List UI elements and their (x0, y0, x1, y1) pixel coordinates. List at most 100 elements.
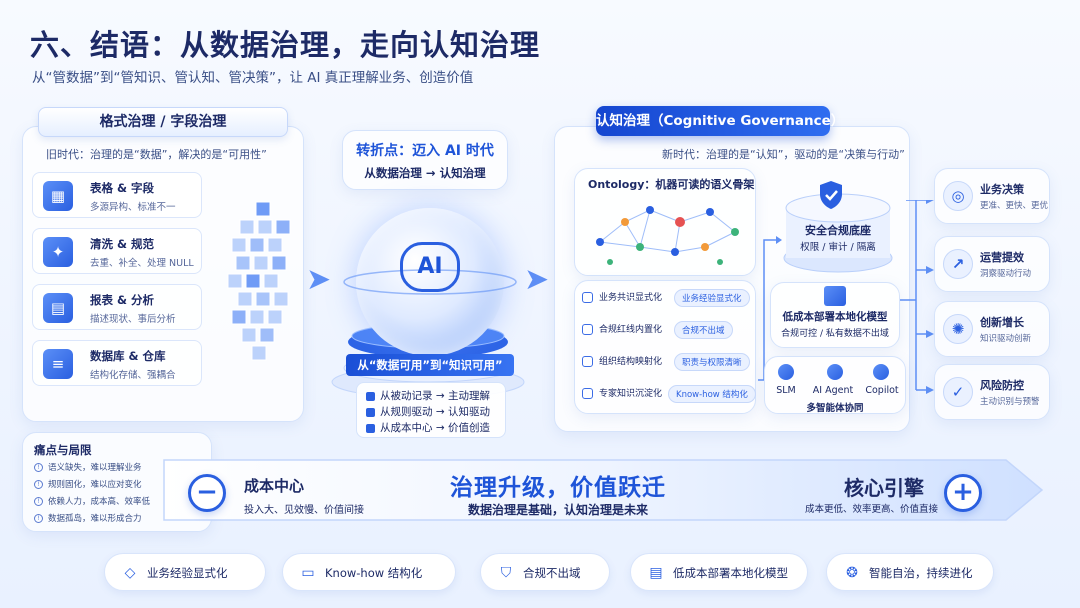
check-icon (366, 391, 375, 401)
outcome-title: 业务决策 (980, 183, 1024, 196)
agent-label: AI Agent (812, 385, 854, 396)
value-leap-band (163, 459, 1044, 521)
outcome-desc: 洞察驱动行动 (980, 269, 1032, 279)
knowledge-graph (596, 206, 739, 265)
ontology-row-label: 业务共识显式化 (599, 293, 663, 303)
chip-label: 低成本部署本地化模型 (673, 566, 788, 580)
format-governance-header: 格式治理 / 字段治理 (38, 107, 288, 137)
chip-label: 业务经验显式化 (147, 566, 228, 580)
outcome-card: ✺ 创新增长 知识驱动创新 (934, 301, 1050, 357)
left-item-title: 表格 & 字段 (90, 181, 155, 195)
agent-label: Copilot (865, 385, 899, 396)
left-item-title: 数据库 & 仓库 (90, 349, 166, 363)
left-item-title: 报表 & 分析 (90, 293, 155, 307)
pain-item-text: 数据孤岛，难以形成合力 (48, 514, 142, 524)
outcome-card: ↗ 运营提效 洞察驱动行动 (934, 236, 1050, 292)
ontology-card (574, 168, 756, 276)
ontology-pill: 合规不出域 (674, 321, 733, 339)
pain-item-text: 语义缺失，难以理解业务 (48, 463, 142, 473)
security-base-title: 安全合规底座 (805, 224, 871, 237)
alert-icon: ! (34, 514, 43, 523)
minus-icon: − (188, 474, 226, 512)
chip-local-model: ▤ 低成本部署本地化模型 (630, 553, 808, 591)
core-engine-title: 核心引擎 (844, 476, 924, 500)
chip-autonomy: ❂ 智能自治，持续进化 (826, 553, 994, 591)
outcome-desc: 主动识别与预警 (980, 397, 1040, 407)
cost-center-title: 成本中心 (244, 477, 305, 495)
ontology-pill: 业务经验显式化 (674, 289, 750, 307)
chart-icon: ↗ (943, 249, 973, 279)
diamond-icon: ◇ (124, 565, 136, 581)
chip-business-experience: ◇ 业务经验显式化 (104, 553, 266, 591)
shift-item-text: 从成本中心 → 价值创造 (380, 422, 490, 434)
left-item-desc: 去重、补全、处理 NULL (90, 258, 194, 269)
ontology-row: 组织结构映射化 (582, 354, 662, 367)
ontology-row: 业务共识显式化 (582, 290, 662, 303)
plus-icon: + (944, 474, 982, 512)
outcome-card: ✓ 风险防控 主动识别与预警 (934, 364, 1050, 420)
shift-item-text: 从被动记录 → 主动理解 (380, 390, 490, 402)
ontology-row: 专家知识沉淀化 (582, 386, 662, 399)
local-model-subtitle: 合规可控 / 私有数据不出域 (781, 329, 889, 339)
pain-item-text: 规则固化，难以应对变化 (48, 480, 142, 490)
chip-compliance: ⛉ 合规不出域 (480, 553, 610, 591)
outcome-card: ◎ 业务决策 更准、更快、更优 (934, 168, 1050, 224)
left-item-database: ≡ 数据库 & 仓库 结构化存储、强耦合 (32, 340, 202, 386)
alert-icon: ! (34, 497, 43, 506)
shift-item: 从被动记录 → 主动理解 (366, 388, 490, 403)
pain-item: !语义缺失，难以理解业务 (34, 461, 142, 473)
cognitive-governance-header: 认知治理（Cognitive Governance） (596, 106, 844, 136)
left-item-report: ▤ 报表 & 分析 描述现状、事后分析 (32, 284, 202, 330)
outcome-title: 创新增长 (980, 316, 1024, 329)
expert-icon (582, 388, 593, 399)
value-leap-title: 治理升级，价值跃迁 (450, 475, 666, 501)
shield-icon: ✓ (943, 377, 973, 407)
value-leap-subtitle: 数据治理是基础，认知治理是未来 (467, 503, 648, 517)
shield-check-icon: ⛉ (500, 565, 512, 581)
left-item-desc: 多源异构、标准不一 (90, 202, 176, 213)
book-icon: ▭ (301, 565, 315, 581)
broom-icon: ✦ (43, 237, 73, 267)
data-cubes-illustration (227, 201, 291, 361)
ontology-row-label: 专家知识沉淀化 (599, 389, 663, 399)
pain-item: !规则固化，难以应对变化 (34, 478, 142, 490)
copilot-icon (873, 364, 889, 380)
arrow-right-icon: ➤ (524, 262, 550, 297)
orbit-ring (343, 269, 517, 295)
page-title: 六、结语：从数据治理，走向认知治理 (30, 28, 541, 62)
outcome-title: 风险防控 (980, 379, 1024, 392)
turning-point-title: 转折点：迈入 AI 时代 (356, 143, 494, 159)
core-engine-desc: 成本更低、效率更高、价值直接 (804, 504, 938, 515)
shift-list-card (356, 382, 506, 438)
security-base-illustration (783, 193, 893, 273)
left-item-clean: ✦ 清洗 & 规范 去重、补全、处理 NULL (32, 228, 202, 274)
turning-point-subtitle: 从数据治理 → 认知治理 (364, 166, 486, 180)
bulb-icon: ✺ (943, 314, 973, 344)
shield-icon (820, 181, 842, 209)
table-icon: ▦ (43, 181, 73, 211)
org-chart-icon (582, 356, 593, 367)
report-icon: ▤ (43, 293, 73, 323)
arrow-right-icon: ➤ (306, 262, 332, 297)
local-model-title: 低成本部署本地化模型 (782, 311, 888, 323)
ai-brain-icon: AI (400, 242, 460, 292)
agent-label: SLM (776, 385, 796, 396)
new-era-note: 新时代：治理的是“认知”，驱动的是“决策与行动” (662, 148, 905, 161)
chip-label: 合规不出域 (523, 566, 581, 580)
shift-item: 从成本中心 → 价值创造 (366, 420, 490, 435)
pain-item-text: 依赖人力，成本高、效率低 (48, 497, 151, 507)
chip-know-how: ▭ Know-how 结构化 (282, 553, 456, 591)
old-era-note: 旧时代：治理的是“数据”，解决的是“可用性” (46, 148, 267, 161)
outcome-title: 运营提效 (980, 251, 1024, 264)
cost-center-desc: 投入大、见效慢、价值间接 (244, 505, 364, 516)
chip-label: Know-how 结构化 (325, 566, 423, 580)
hierarchy-icon (582, 292, 593, 303)
shift-item: 从规则驱动 → 认知驱动 (366, 404, 490, 419)
shield-icon (582, 324, 593, 335)
security-base-subtitle: 权限 / 审计 / 隔离 (800, 242, 876, 253)
pain-title: 痛点与局限 (34, 443, 92, 457)
ontology-title: Ontology：机器可读的语义骨架 (588, 178, 755, 191)
pedestal-label: 从“数据可用”到“知识可用” (346, 354, 514, 376)
multi-agent-footer: 多智能体协同 (806, 403, 864, 414)
turning-point-card (342, 130, 508, 190)
